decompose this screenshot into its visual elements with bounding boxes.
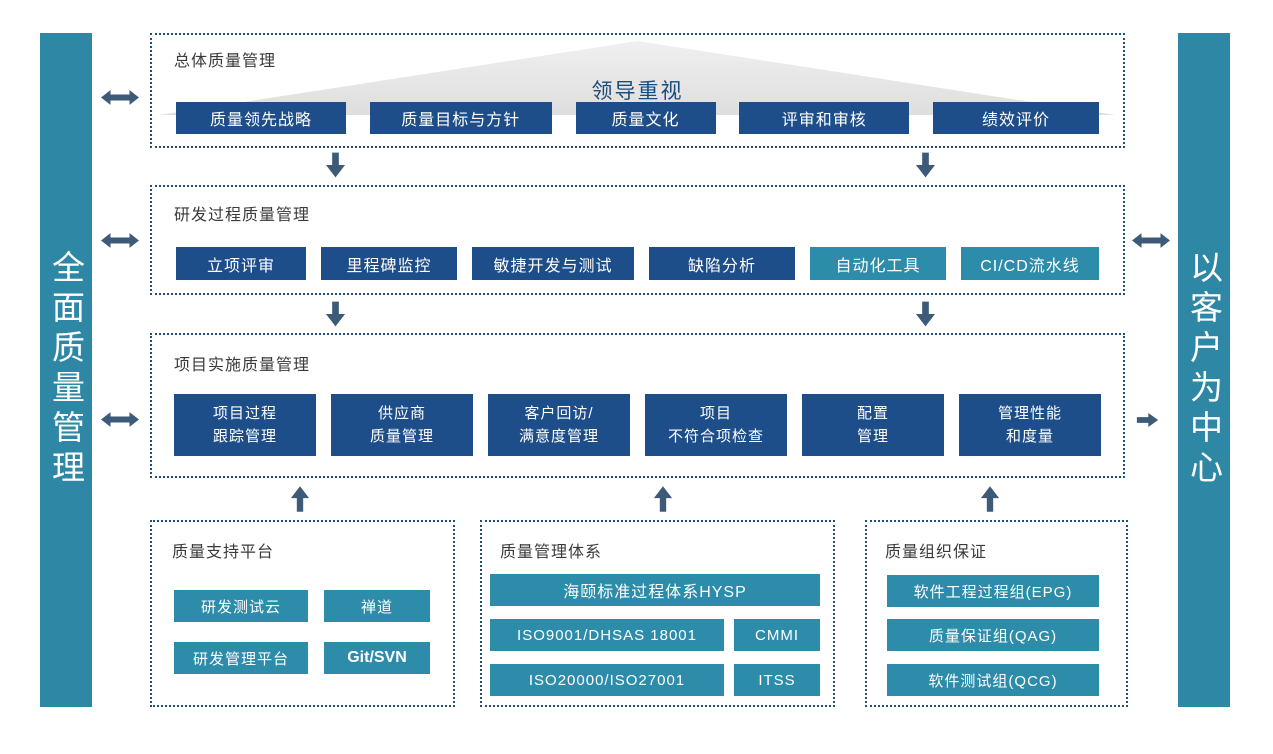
section-project-impl: 项目实施质量管理 项目过程 跟踪管理 供应商 质量管理 客户回访/ 满意度管理 … <box>150 333 1125 478</box>
chip-quality-culture: 质量文化 <box>575 102 716 134</box>
chip-cmmi: CMMI <box>734 619 820 651</box>
chip-zentao: 禅道 <box>324 590 430 622</box>
up-arrow-icon <box>653 484 673 514</box>
section-overall-title: 总体质量管理 <box>174 53 277 70</box>
section-platform-title: 质量支持平台 <box>172 544 275 561</box>
chip-line: 管理 <box>856 428 889 445</box>
chip-line: 质量管理 <box>369 428 434 445</box>
section-org-title: 质量组织保证 <box>885 544 988 561</box>
chip-iso20000: ISO20000/ISO27001 <box>490 664 724 696</box>
chip-hysp: 海颐标准过程体系HYSP <box>490 574 820 606</box>
rnd-chip-row: 立项评审 里程碑监控 敏捷开发与测试 缺陷分析 自动化工具 CI/CD流水线 <box>176 247 1099 280</box>
overall-chip-row: 质量领先战略 质量目标与方针 质量文化 评审和审核 绩效评价 <box>176 102 1099 134</box>
chip-line: 管理性能 <box>997 404 1062 422</box>
section-project-title: 项目实施质量管理 <box>174 357 311 374</box>
right-arrow-icon <box>1134 411 1161 429</box>
section-overall-quality: 总体质量管理 领导重视 质量领先战略 质量目标与方针 质量文化 评审和审核 绩效… <box>150 33 1125 148</box>
up-arrow-icon <box>980 484 1000 514</box>
left-banner-label: 全面质量管理 <box>47 250 85 490</box>
right-banner-label: 以客户为中心 <box>1185 250 1223 490</box>
chip-itss: ITSS <box>734 664 820 696</box>
chip-project-approval: 立项评审 <box>176 247 306 280</box>
chip-line: 客户回访/ <box>524 404 594 422</box>
chip-performance-metrics: 管理性能 和度量 <box>959 394 1101 456</box>
section-rnd-title: 研发过程质量管理 <box>174 207 311 224</box>
left-banner: 全面质量管理 <box>40 33 92 707</box>
chip-git-svn: Git/SVN <box>324 642 430 674</box>
chip-line: 供应商 <box>377 404 426 422</box>
chip-defect-analysis: 缺陷分析 <box>649 247 795 280</box>
chip-rnd-mgmt-platform: 研发管理平台 <box>174 642 308 674</box>
horizontal-double-arrow-icon <box>101 88 139 107</box>
chip-milestone-monitor: 里程碑监控 <box>321 247 457 280</box>
down-arrow-icon <box>325 300 346 328</box>
chip-customer-visit: 客户回访/ 满意度管理 <box>488 394 630 456</box>
horizontal-double-arrow-icon <box>1132 231 1170 250</box>
chip-quality-goals: 质量目标与方针 <box>369 102 552 134</box>
chip-quality-strategy: 质量领先战略 <box>176 102 346 134</box>
chip-line: 项目过程 <box>212 404 277 422</box>
chip-performance-eval: 绩效评价 <box>933 102 1099 134</box>
section-quality-org: 质量组织保证 软件工程过程组(EPG) 质量保证组(QAG) 软件测试组(QCG… <box>865 520 1128 707</box>
down-arrow-icon <box>325 151 346 179</box>
chip-qag: 质量保证组(QAG) <box>887 619 1099 651</box>
section-quality-platform: 质量支持平台 研发测试云 禅道 研发管理平台 Git/SVN <box>150 520 455 707</box>
chip-review-audit: 评审和审核 <box>739 102 910 134</box>
chip-line: 配置 <box>856 404 889 422</box>
chip-line: 跟踪管理 <box>212 428 277 445</box>
chip-automation-tools: 自动化工具 <box>810 247 946 280</box>
chip-epg: 软件工程过程组(EPG) <box>887 575 1099 607</box>
up-arrow-icon <box>290 484 310 514</box>
chip-line: 不符合项检查 <box>667 428 764 445</box>
chip-nonconformity-check: 项目 不符合项检查 <box>645 394 787 456</box>
down-arrow-icon <box>915 151 936 179</box>
project-chip-row: 项目过程 跟踪管理 供应商 质量管理 客户回访/ 满意度管理 项目 不符合项检查… <box>174 394 1101 456</box>
chip-agile-dev-test: 敏捷开发与测试 <box>472 247 634 280</box>
chip-line: 项目 <box>699 404 732 422</box>
chip-rnd-test-cloud: 研发测试云 <box>174 590 308 622</box>
horizontal-double-arrow-icon <box>101 410 139 429</box>
horizontal-double-arrow-icon <box>101 231 139 250</box>
chip-config-management: 配置 管理 <box>802 394 944 456</box>
chip-qcg: 软件测试组(QCG) <box>887 664 1099 696</box>
leadership-banner-label: 领导重视 <box>591 80 684 103</box>
chip-project-tracking: 项目过程 跟踪管理 <box>174 394 316 456</box>
section-rnd-process: 研发过程质量管理 立项评审 里程碑监控 敏捷开发与测试 缺陷分析 自动化工具 C… <box>150 185 1125 295</box>
section-system-title: 质量管理体系 <box>500 544 603 561</box>
down-arrow-icon <box>915 300 936 328</box>
chip-cicd-pipeline: CI/CD流水线 <box>961 247 1099 280</box>
chip-iso9001: ISO9001/DHSAS 18001 <box>490 619 724 651</box>
right-banner: 以客户为中心 <box>1178 33 1230 707</box>
chip-line: 和度量 <box>1005 428 1054 445</box>
chip-supplier-quality: 供应商 质量管理 <box>331 394 473 456</box>
section-quality-system: 质量管理体系 海颐标准过程体系HYSP ISO9001/DHSAS 18001 … <box>480 520 835 707</box>
chip-line: 满意度管理 <box>518 428 599 445</box>
